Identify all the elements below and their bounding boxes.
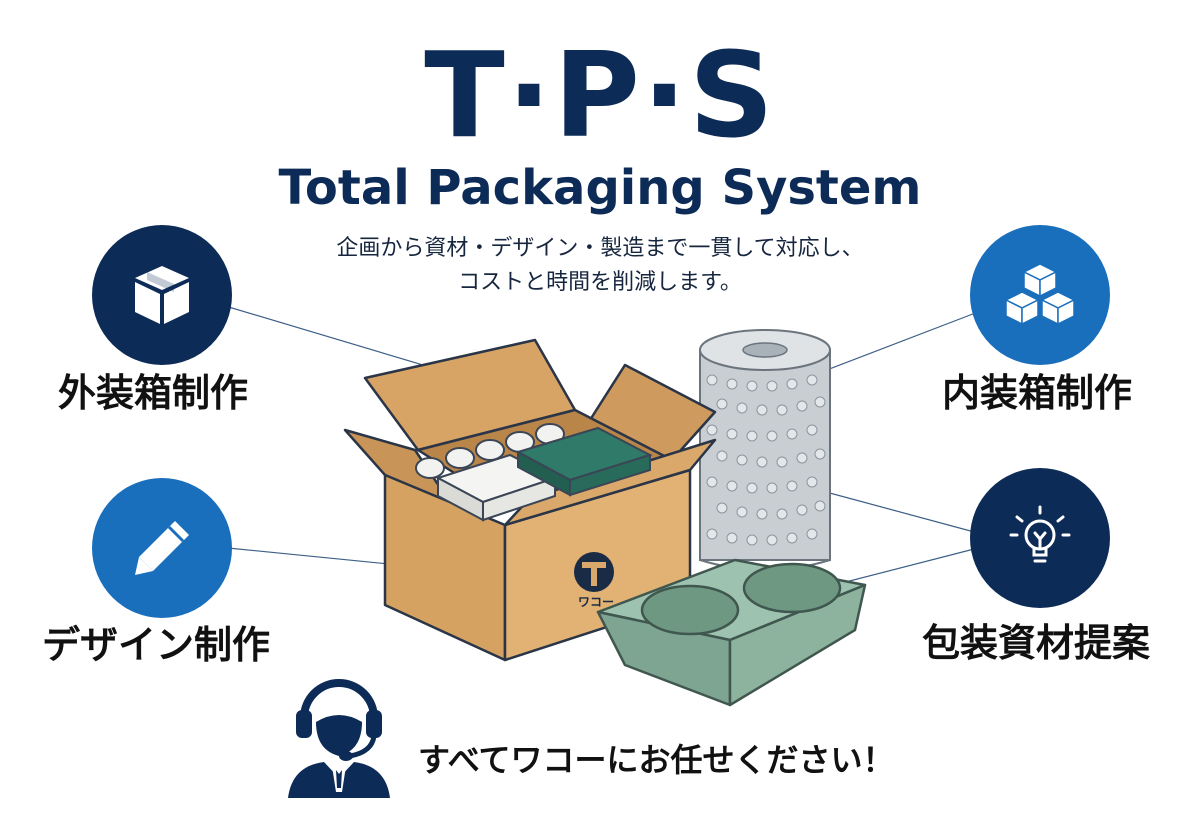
wako-logo: ワコー <box>574 552 614 609</box>
tagline-line-1: 企画から資材・デザイン・製造まで一貫して対応し、 <box>336 236 864 261</box>
service-circle-exterior-box <box>92 225 232 365</box>
wako-logo-text: ワコー <box>578 595 614 609</box>
pulp-tray <box>596 558 867 707</box>
call-to-action: すべてワコーにお任せください！ <box>418 741 895 779</box>
service-circle-materials <box>970 468 1110 608</box>
tagline-line-2: コストと時間を削減します。 <box>458 270 742 295</box>
cubes-icon <box>1004 263 1076 326</box>
service-label-interior-box: 内装箱制作 <box>942 371 1133 415</box>
service-label-materials: 包装資材提案 <box>922 621 1151 665</box>
page-title: T·P·S <box>424 26 776 164</box>
bubble-wrap-roll <box>699 329 831 571</box>
pencil-icon <box>135 521 189 575</box>
tagline: 企画から資材・デザイン・製造まで一貫して対応し、 コストと時間を削減します。 <box>250 232 950 300</box>
service-label-exterior-box: 外装箱制作 <box>58 371 249 415</box>
support-agent-icon <box>288 679 390 798</box>
service-circle-interior-box <box>970 225 1110 365</box>
service-label-design: デザイン制作 <box>42 623 271 667</box>
lightbulb-icon <box>1009 505 1071 563</box>
service-circle-design <box>92 478 232 618</box>
box-icon <box>135 266 189 324</box>
box-contents <box>415 423 653 522</box>
page-subtitle: Total Packaging System <box>278 160 922 216</box>
